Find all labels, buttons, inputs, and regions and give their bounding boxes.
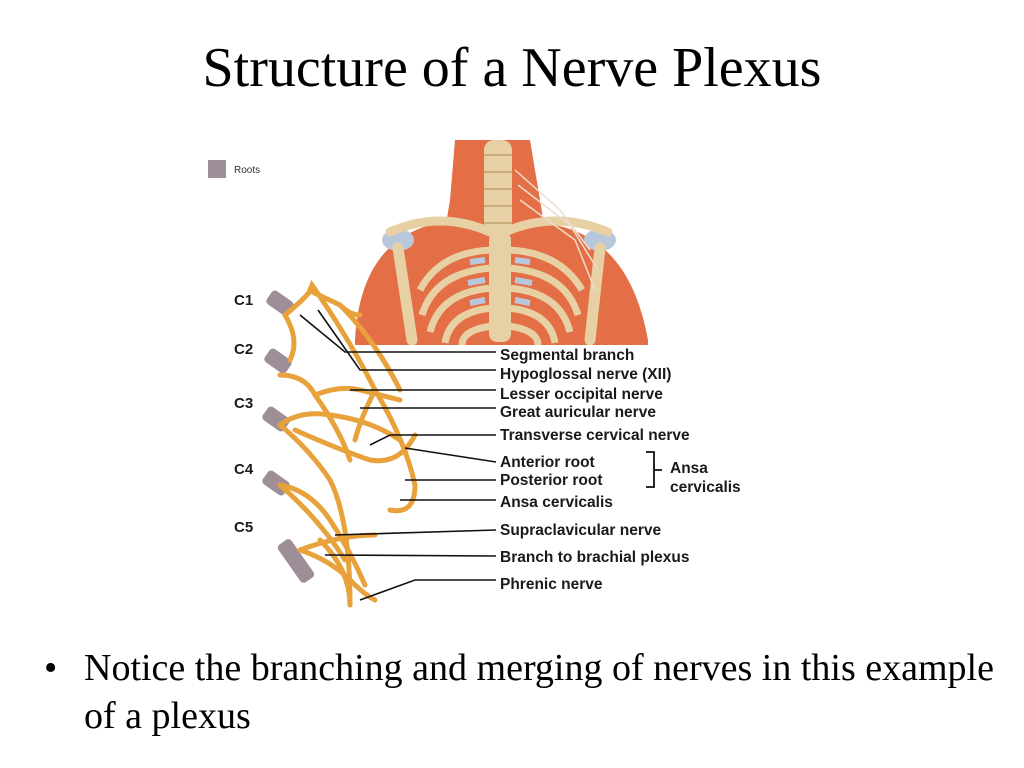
- label-branch-to-brachial-plexus: Branch to brachial plexus: [500, 549, 690, 566]
- bullet-list: • Notice the branching and merging of ne…: [44, 644, 994, 740]
- root-label-c5: C5: [234, 519, 253, 536]
- root-c2: [264, 348, 292, 374]
- nerve-branches: [277, 279, 418, 608]
- label-posterior-root: Posterior root: [500, 472, 602, 489]
- bullet-item: • Notice the branching and merging of ne…: [44, 644, 994, 740]
- roots-legend: Roots: [208, 160, 260, 178]
- leader-lines: [299, 309, 497, 601]
- bullet-text: Notice the branching and merging of nerv…: [84, 647, 994, 737]
- plexus-schematic: C1 C2 C3 C4 C5 Segmental branch Hypoglos…: [232, 279, 741, 610]
- root-label-c2: C2: [234, 341, 253, 358]
- label-segmental-branch: Segmental branch: [500, 347, 634, 364]
- slide-title: Structure of a Nerve Plexus: [202, 37, 822, 99]
- root-c1: [266, 290, 294, 316]
- root-c5: [277, 539, 315, 583]
- bracket-label-ansa: Ansa: [670, 460, 708, 477]
- label-hypoglossal-nerve: Hypoglossal nerve (XII): [500, 366, 671, 383]
- root-label-c4: C4: [234, 461, 254, 478]
- root-label-c1: C1: [234, 292, 253, 309]
- roots-legend-swatch: [208, 160, 226, 178]
- bullet-marker: •: [44, 647, 58, 689]
- plexus-diagram: Roots: [208, 140, 741, 610]
- label-phrenic-nerve: Phrenic nerve: [500, 576, 603, 593]
- label-great-auricular-nerve: Great auricular nerve: [500, 404, 656, 421]
- label-transverse-cervical-nerve: Transverse cervical nerve: [500, 427, 690, 444]
- roots-legend-label: Roots: [234, 165, 260, 176]
- label-lesser-occipital-nerve: Lesser occipital nerve: [500, 386, 663, 403]
- nerve-plexus-figure: Roots: [200, 140, 760, 610]
- label-ansa-cervicalis: Ansa cervicalis: [500, 494, 613, 511]
- root-label-c3: C3: [234, 395, 253, 412]
- bracket-label-cervicalis: cervicalis: [670, 479, 741, 496]
- label-supraclavicular-nerve: Supraclavicular nerve: [500, 522, 661, 539]
- ansa-bracket: [646, 451, 662, 488]
- label-anterior-root: Anterior root: [500, 454, 595, 471]
